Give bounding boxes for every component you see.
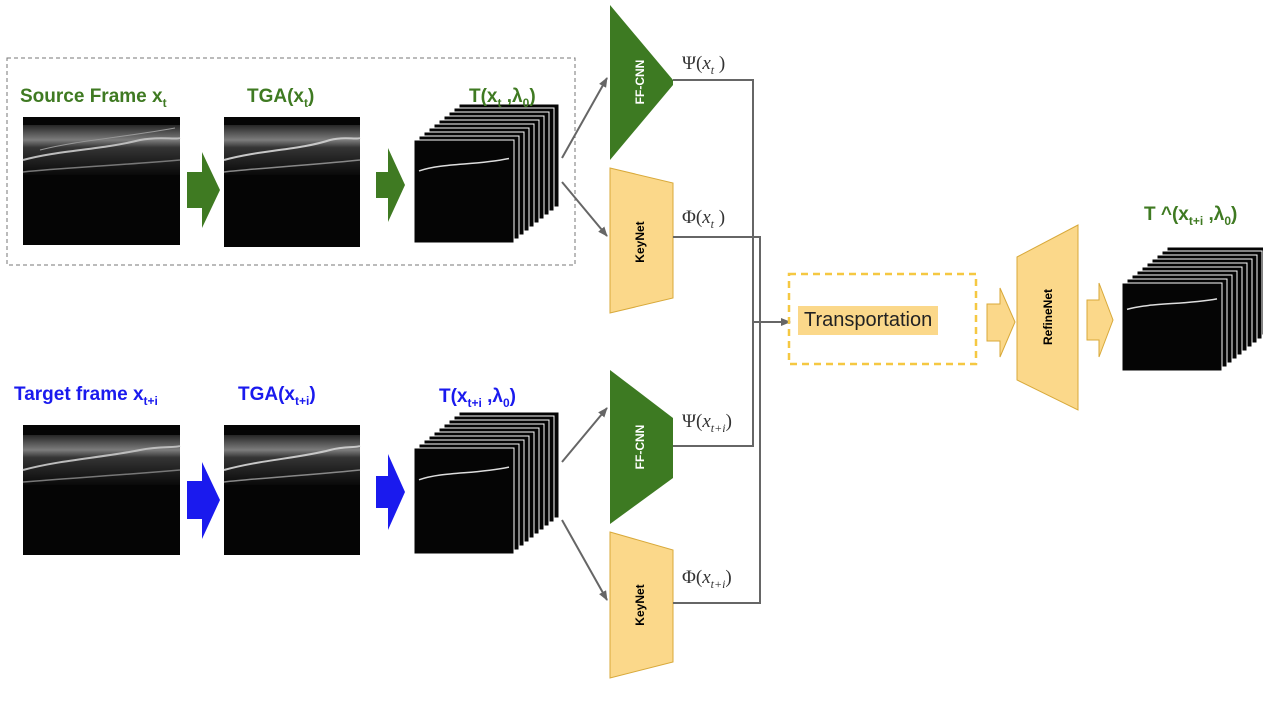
- keynet-source-label: KeyNet: [633, 221, 647, 263]
- edge-target-to-ffcnn: [561, 407, 608, 463]
- source-frame-image: [22, 117, 181, 245]
- edge-phi-target: [673, 322, 761, 604]
- source-stack-image: [413, 103, 560, 244]
- t-target-label: T(xt+i ,λ0): [439, 386, 516, 410]
- ffcnn-target-block: [610, 370, 673, 524]
- transportation-box: [787, 272, 978, 366]
- edge-phi-source: [673, 236, 761, 322]
- tga-source-label: TGA(xt): [247, 86, 315, 110]
- stack-slice: [413, 447, 515, 555]
- stack-edge-trace: [418, 466, 510, 481]
- output-label: T ^(xt+i ,λ0): [1144, 204, 1238, 228]
- psi-target-label: Ψ(xt+i): [682, 411, 732, 435]
- edge-psi-target: [673, 322, 754, 447]
- refine-to-output-arrow: [1086, 282, 1114, 358]
- keynet-target-block: [609, 531, 674, 679]
- target-frame-label: Target frame xt+i: [14, 384, 158, 408]
- edge-target-to-keynet: [561, 519, 608, 601]
- stack-slice: [1121, 282, 1223, 372]
- ffcnn-source-label: FF-CNN: [633, 59, 647, 105]
- phi-target-label: Φ(xt+i): [682, 567, 732, 591]
- target-frame-image: [22, 425, 181, 555]
- ffcnn-source-block: [610, 5, 673, 160]
- target-arrow-1: [187, 462, 220, 539]
- t-source-label: T(xt ,λ0): [469, 86, 536, 110]
- target-tga-image: [223, 425, 361, 555]
- target-arrow-2: [376, 454, 405, 530]
- ffcnn-target-label: FF-CNN: [633, 424, 647, 470]
- phi-source-label: Φ(xt ): [682, 207, 726, 231]
- refinenet-label: RefineNet: [1041, 289, 1055, 346]
- stack-edge-trace: [418, 157, 510, 172]
- source-tga-image: [223, 117, 361, 247]
- refinenet-block: [1016, 224, 1079, 411]
- stack-slice: [413, 139, 515, 244]
- keynet-source-block: [609, 167, 674, 314]
- keynet-target-label: KeyNet: [633, 584, 647, 626]
- target-stack-image: [413, 411, 560, 555]
- transport-to-refine-arrow: [986, 287, 1016, 358]
- edge-psi-source: [673, 79, 754, 322]
- tga-target-label: TGA(xt+i): [238, 384, 316, 408]
- output-stack-image: [1121, 246, 1263, 372]
- transportation-label: Transportation: [798, 306, 939, 335]
- source-frame-label: Source Frame xt: [20, 86, 167, 110]
- edge-source-to-keynet: [561, 181, 608, 237]
- edge-source-to-ffcnn: [561, 77, 608, 159]
- source-group-box: [6, 57, 576, 266]
- source-arrow-2: [376, 148, 405, 222]
- psi-source-label: Ψ(xt ): [682, 53, 726, 77]
- stack-edge-trace: [1126, 298, 1218, 311]
- source-arrow-1: [187, 152, 220, 228]
